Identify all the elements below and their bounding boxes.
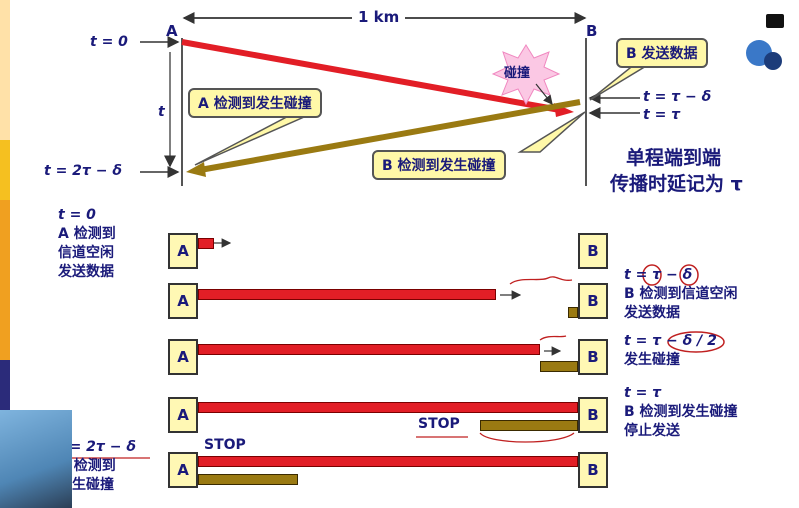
station-a-label: A	[166, 22, 178, 40]
delay-note-line2: 传播时延记为 τ	[610, 172, 743, 196]
row2-signal-b	[568, 307, 578, 318]
callout-b-detect: B 检测到发生碰撞	[372, 150, 506, 180]
row4-station-a: A	[168, 397, 198, 433]
row1-station-a: A	[168, 233, 198, 269]
row4-signal-a	[198, 402, 578, 413]
row5-signal-a	[198, 474, 298, 485]
row2-caption: t = τ − δ B 检测到信道空闲 发送数据	[624, 266, 738, 323]
row3-signal-b	[540, 361, 578, 372]
logo-icon	[738, 10, 788, 70]
t0-label: t = 0	[90, 33, 128, 51]
row5-station-a: A	[168, 452, 198, 488]
row4-station-b: B	[578, 397, 608, 433]
row1-station-b: B	[578, 233, 608, 269]
row4-stop-label: STOP	[418, 415, 460, 433]
row1-caption: t = 0 A 检测到 信道空闲 发送数据	[58, 206, 116, 282]
t-axis-label: t	[158, 103, 165, 121]
row3-station-a: A	[168, 339, 198, 375]
row2-station-a: A	[168, 283, 198, 319]
row5-stop-label: STOP	[204, 436, 246, 454]
webcam-overlay	[0, 410, 72, 508]
delay-note-line1: 单程端到端	[626, 146, 721, 170]
row4-caption: t = τ B 检测到发生碰撞 停止发送	[624, 384, 738, 441]
row5-station-b: B	[578, 452, 608, 488]
t-2tau-label: t = 2τ − δ	[44, 162, 122, 180]
row3-caption: t = τ − δ / 2 发生碰撞	[624, 332, 717, 370]
row4-signal-b	[480, 420, 578, 431]
row2-station-b: B	[578, 283, 608, 319]
row5-signal-b-red	[198, 456, 578, 467]
t-tau-label: t = τ	[643, 106, 680, 124]
row2-signal-a	[198, 289, 496, 300]
callout-b-send: B 发送数据	[616, 38, 708, 68]
collision-label: 碰撞	[504, 65, 530, 83]
station-b-label: B	[586, 22, 597, 40]
distance-label: 1 km	[352, 8, 405, 26]
row1-signal-a	[198, 238, 214, 249]
callout-a-detect: A 检测到发生碰撞	[188, 88, 322, 118]
row3-station-b: B	[578, 339, 608, 375]
t-tau-delta-label: t = τ − δ	[643, 88, 711, 106]
row3-signal-a	[198, 344, 540, 355]
